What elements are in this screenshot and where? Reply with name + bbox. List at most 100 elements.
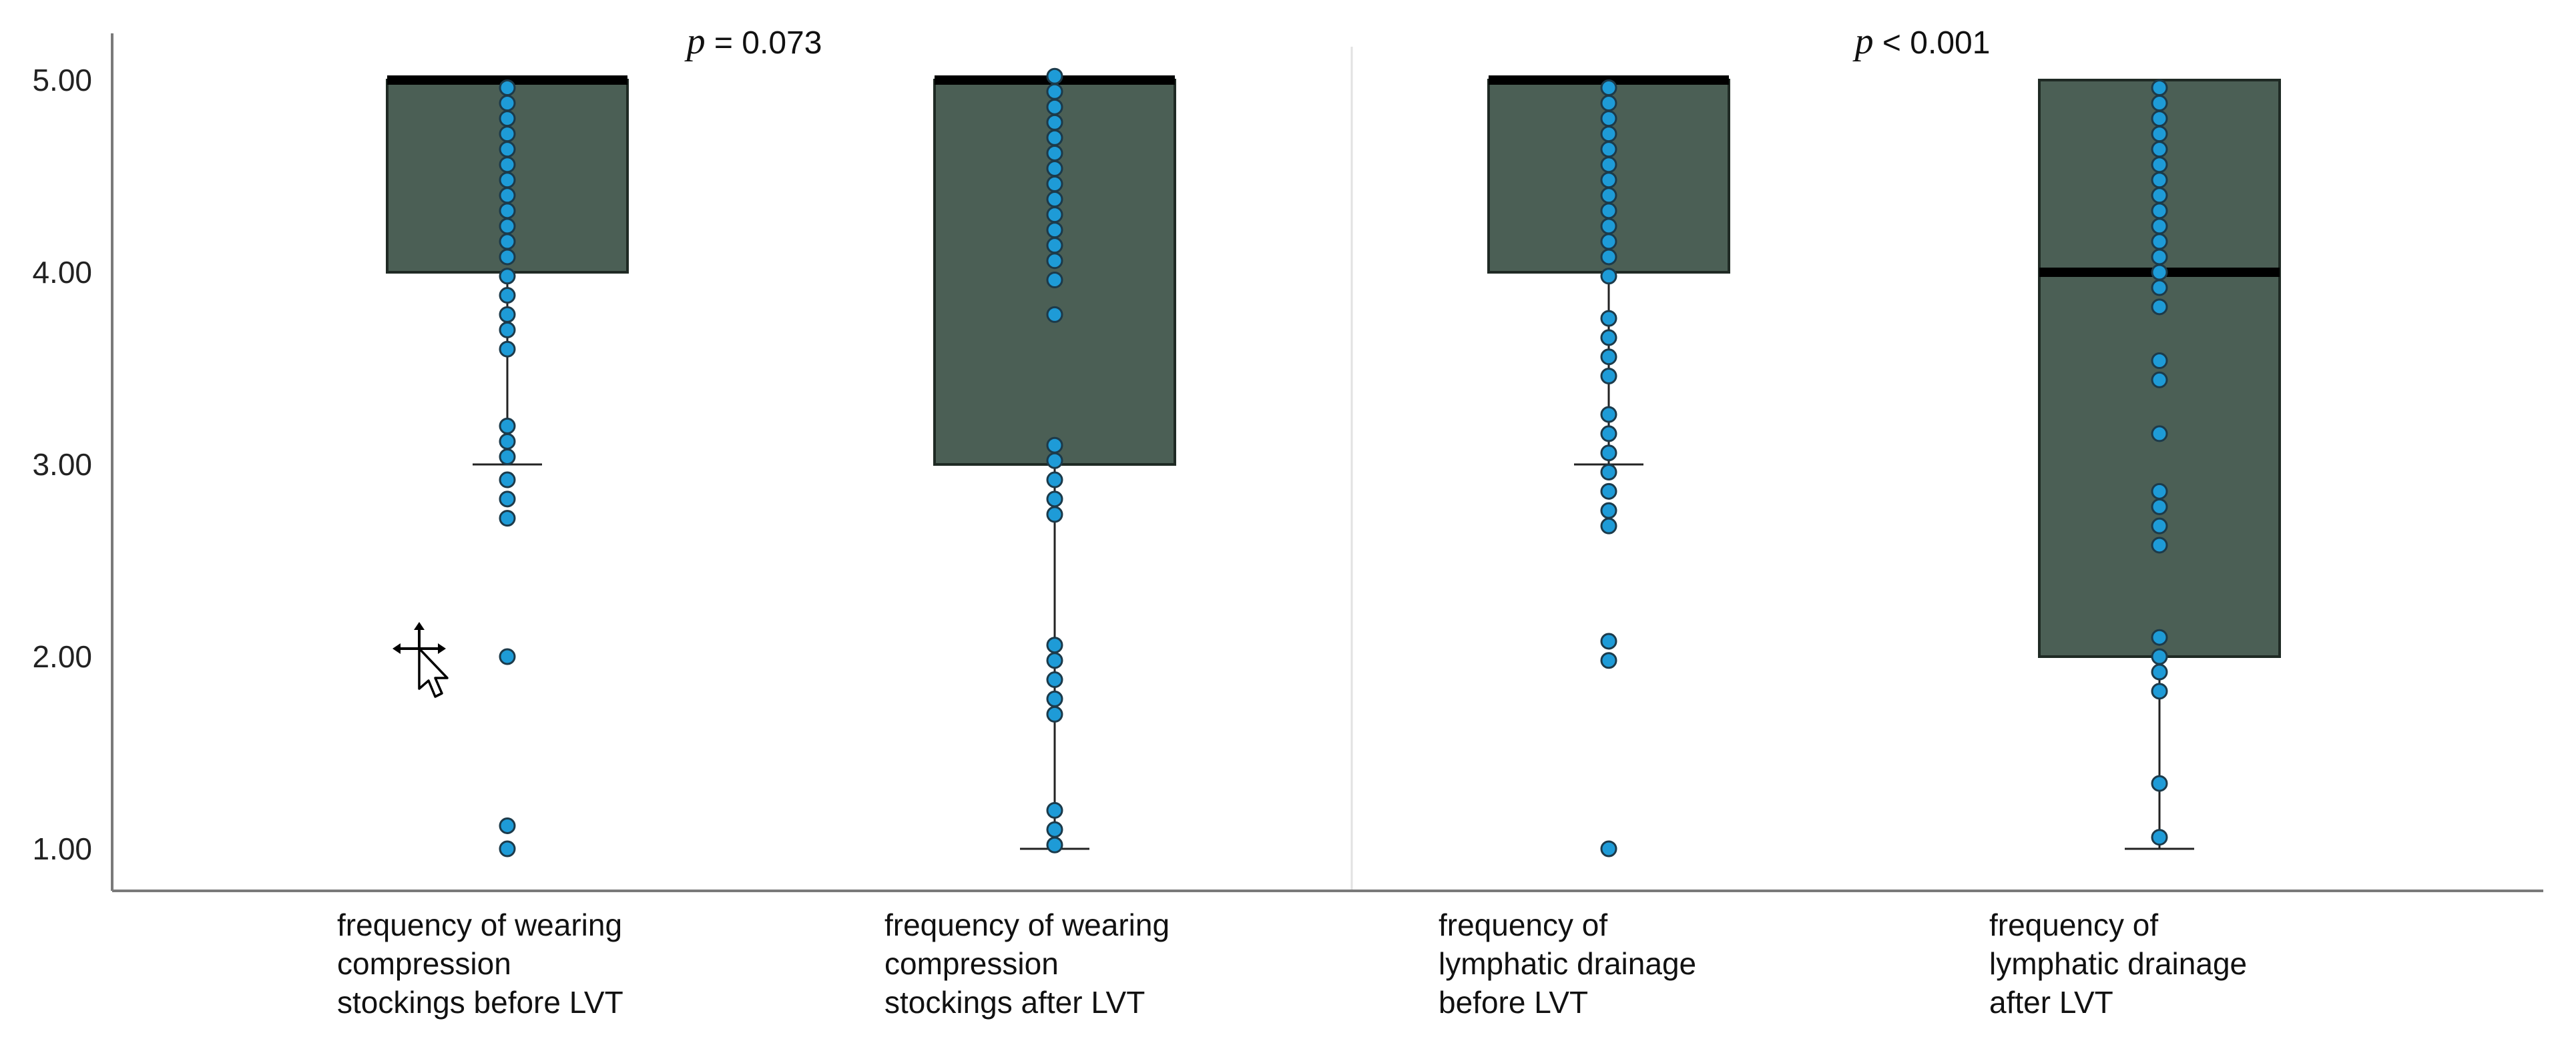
p-value-label: p < 0.001	[1852, 21, 1991, 62]
x-category-label: lymphatic drainage	[1439, 946, 1696, 981]
move-cursor-icon	[393, 622, 449, 698]
data-point	[2151, 187, 2168, 204]
data-point	[1600, 110, 1617, 127]
x-category-label: frequency of	[1989, 908, 2158, 942]
data-point	[2151, 498, 2168, 515]
data-point	[1600, 444, 1617, 462]
x-category-label: lymphatic drainage	[1989, 946, 2247, 981]
x-category-label: compression	[337, 946, 511, 981]
data-point	[1600, 95, 1617, 112]
p-value-text: < 0.001	[1874, 25, 1991, 61]
data-point	[1600, 517, 1617, 535]
data-point	[1046, 671, 1063, 689]
data-point	[2151, 218, 2168, 235]
data-point	[499, 187, 516, 204]
data-point	[499, 510, 516, 527]
data-point	[2151, 683, 2168, 700]
data-point	[1600, 348, 1617, 366]
y-tick-label: 1.00	[32, 831, 92, 866]
data-point	[1046, 690, 1063, 707]
data-point	[2151, 298, 2168, 316]
data-point	[499, 218, 516, 235]
data-point	[1600, 141, 1617, 158]
data-point	[1046, 129, 1063, 146]
data-point	[1046, 471, 1063, 488]
data-point	[2151, 482, 2168, 500]
data-point	[499, 648, 516, 665]
data-point	[2151, 517, 2168, 535]
data-point	[2151, 95, 2168, 112]
data-point	[499, 817, 516, 834]
data-point	[499, 340, 516, 358]
data-point	[1600, 482, 1617, 500]
data-point	[1046, 83, 1063, 100]
data-point	[2151, 248, 2168, 266]
axes-layer: 1.002.003.004.005.00	[32, 33, 2543, 892]
x-category-label: frequency of	[1439, 908, 1607, 942]
data-point	[1600, 233, 1617, 250]
data-point	[499, 417, 516, 434]
data-point	[499, 110, 516, 127]
data-point	[1600, 464, 1617, 481]
data-point	[1600, 156, 1617, 173]
data-point	[1046, 490, 1063, 508]
data-point	[499, 448, 516, 465]
data-point	[2151, 537, 2168, 554]
data-point	[1046, 98, 1063, 115]
data-point	[1046, 821, 1063, 838]
data-point	[1600, 171, 1617, 189]
data-point	[1046, 801, 1063, 819]
data-point	[1600, 502, 1617, 519]
data-point	[499, 287, 516, 304]
data-point	[1046, 306, 1063, 323]
data-point	[2151, 775, 2168, 792]
data-point	[499, 321, 516, 338]
y-tick-label: 3.00	[32, 447, 92, 482]
data-point	[1600, 368, 1617, 385]
data-point	[2151, 663, 2168, 681]
points-layer	[499, 67, 2168, 857]
data-point	[1046, 67, 1063, 85]
x-category-label: frequency of wearing	[884, 908, 1170, 942]
data-point	[2151, 264, 2168, 281]
data-point	[1046, 237, 1063, 254]
data-point	[1600, 310, 1617, 327]
data-point	[2151, 279, 2168, 296]
data-point	[2151, 829, 2168, 846]
data-point	[499, 156, 516, 173]
data-point	[499, 79, 516, 97]
data-point	[2151, 425, 2168, 442]
data-point	[1600, 79, 1617, 97]
x-category-label: frequency of wearing	[337, 908, 622, 942]
data-point	[1046, 191, 1063, 208]
data-point	[499, 233, 516, 250]
data-point	[1046, 652, 1063, 669]
data-point	[1600, 652, 1617, 669]
data-point	[1046, 705, 1063, 723]
x-category-label: after LVT	[1989, 985, 2113, 1020]
data-point	[1046, 144, 1063, 161]
data-point	[499, 840, 516, 857]
data-point	[2151, 648, 2168, 665]
data-point	[2151, 629, 2168, 646]
data-point	[1046, 452, 1063, 469]
data-point	[2151, 110, 2168, 127]
data-point	[1046, 176, 1063, 193]
data-point	[1046, 506, 1063, 523]
boxes-layer	[386, 75, 2281, 850]
x-category-label: before LVT	[1439, 985, 1588, 1020]
p-symbol: p	[1852, 21, 1874, 62]
data-point	[1600, 633, 1617, 650]
p-symbol: p	[684, 21, 706, 62]
data-point	[1600, 329, 1617, 346]
data-point	[2151, 156, 2168, 173]
data-point	[499, 202, 516, 220]
data-point	[2151, 352, 2168, 369]
data-point	[1046, 272, 1063, 289]
x-category-label: stockings after LVT	[884, 985, 1145, 1020]
labels-layer: frequency of wearing compression stockings…	[337, 21, 2247, 1020]
data-point	[499, 248, 516, 266]
data-point	[2151, 371, 2168, 388]
y-tick-label: 5.00	[32, 63, 92, 97]
data-point	[2151, 125, 2168, 143]
